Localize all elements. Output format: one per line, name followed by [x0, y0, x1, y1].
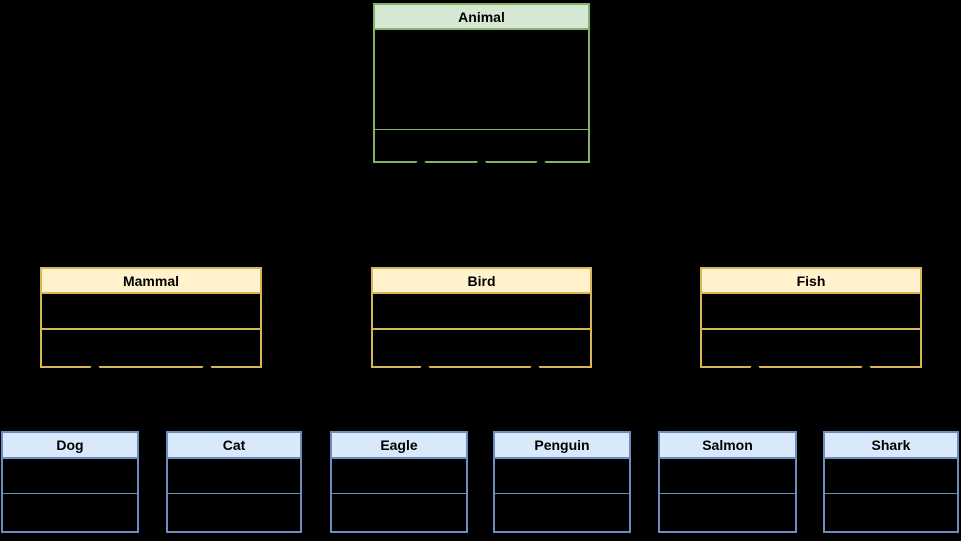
class-title-shark: Shark [825, 433, 957, 459]
shark-methods-compartment [825, 493, 957, 531]
eagle-attributes-compartment [332, 459, 466, 493]
penguin-attributes-compartment [495, 459, 629, 493]
class-box-mammal: Mammal [40, 267, 262, 368]
dog-attributes-compartment [3, 459, 137, 493]
class-box-salmon: Salmon [658, 431, 797, 533]
fish-attributes-compartment [702, 294, 920, 328]
edge-penguin-bird [528, 358, 563, 431]
class-title-salmon: Salmon [660, 433, 795, 459]
class-box-cat: Cat [166, 431, 302, 533]
bird-methods-compartment [373, 328, 590, 366]
class-title-penguin: Penguin [495, 433, 629, 459]
edge-fish-animal [534, 153, 812, 267]
animal-attributes-compartment [375, 30, 588, 129]
class-title-bird: Bird [373, 269, 590, 294]
penguin-methods-compartment [495, 493, 629, 531]
edge-salmon-fish [726, 358, 762, 431]
class-box-shark: Shark [823, 431, 959, 533]
mammal-methods-compartment [42, 328, 260, 366]
class-title-dog: Dog [3, 433, 137, 459]
class-box-eagle: Eagle [330, 431, 468, 533]
salmon-methods-compartment [660, 493, 795, 531]
bird-attributes-compartment [373, 294, 590, 328]
edge-mammal-animal [150, 153, 428, 267]
class-title-cat: Cat [168, 433, 300, 459]
cat-attributes-compartment [168, 459, 300, 493]
class-box-animal: Animal [373, 3, 590, 163]
cat-methods-compartment [168, 493, 300, 531]
class-box-dog: Dog [1, 431, 139, 533]
class-title-mammal: Mammal [42, 269, 260, 294]
animal-methods-compartment [375, 129, 588, 161]
mammal-attributes-compartment [42, 294, 260, 328]
dog-methods-compartment [3, 493, 137, 531]
class-title-fish: Fish [702, 269, 920, 294]
edge-eagle-bird [398, 358, 432, 431]
edge-cat-mammal [200, 358, 235, 431]
class-title-eagle: Eagle [332, 433, 466, 459]
shark-attributes-compartment [825, 459, 957, 493]
eagle-methods-compartment [332, 493, 466, 531]
class-box-fish: Fish [700, 267, 922, 368]
class-box-bird: Bird [371, 267, 592, 368]
edge-shark-fish [859, 358, 892, 431]
fish-methods-compartment [702, 328, 920, 366]
class-title-animal: Animal [375, 5, 588, 30]
edge-dog-mammal [69, 358, 102, 431]
salmon-attributes-compartment [660, 459, 795, 493]
edge-bird-animal [474, 153, 489, 267]
class-box-penguin: Penguin [493, 431, 631, 533]
